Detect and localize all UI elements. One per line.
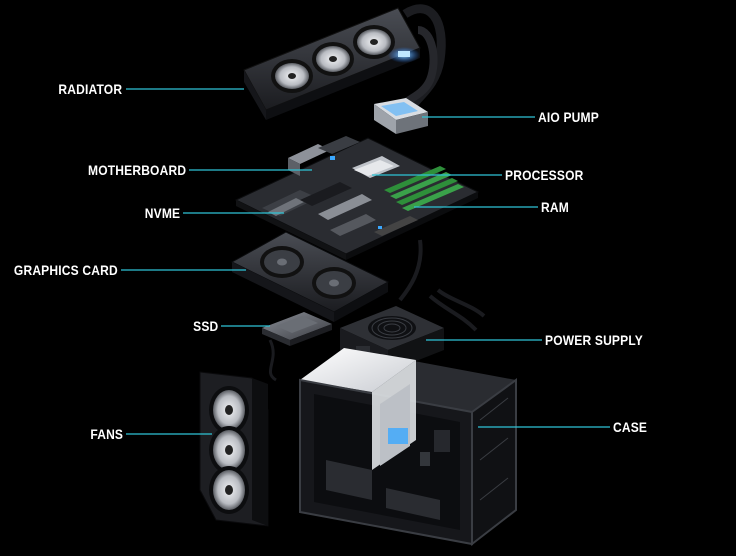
gpu-fan-2 — [312, 267, 356, 299]
radiator-fan-1 — [271, 59, 313, 93]
aio-tubes — [401, 4, 446, 108]
radiator-fan-2 — [312, 42, 354, 76]
label-fans: FANS — [90, 426, 123, 442]
graphics-card-illustration — [230, 231, 390, 322]
label-ram: RAM — [541, 199, 569, 215]
label-radiator: RADIATOR — [58, 81, 122, 97]
radiator-fan-3 — [353, 25, 395, 59]
case-illustration — [299, 348, 517, 547]
label-nvme: NVME — [144, 205, 180, 221]
front-fan-1 — [209, 386, 249, 434]
label-ssd: SSD — [192, 318, 218, 334]
label-motherboard: MOTHERBOARD — [87, 162, 186, 178]
front-fan-3 — [209, 466, 249, 514]
label-power-supply: POWER SUPPLY — [545, 332, 643, 348]
leader-lines — [121, 88, 610, 435]
front-fan-2 — [209, 426, 249, 474]
label-processor: PROCESSOR — [505, 167, 584, 183]
motherboard-illustration — [234, 136, 480, 260]
label-aio-pump: AIO PUMP — [538, 109, 599, 125]
psu-cables — [268, 239, 486, 382]
radiator-illustration — [243, 7, 421, 120]
fans-illustration — [199, 371, 269, 527]
label-graphics-card: GRAPHICS CARD — [14, 262, 118, 278]
aio-pump-illustration — [374, 98, 428, 134]
label-case: CASE — [613, 419, 648, 435]
ssd-illustration — [262, 312, 332, 346]
gpu-fan-1 — [260, 246, 304, 278]
